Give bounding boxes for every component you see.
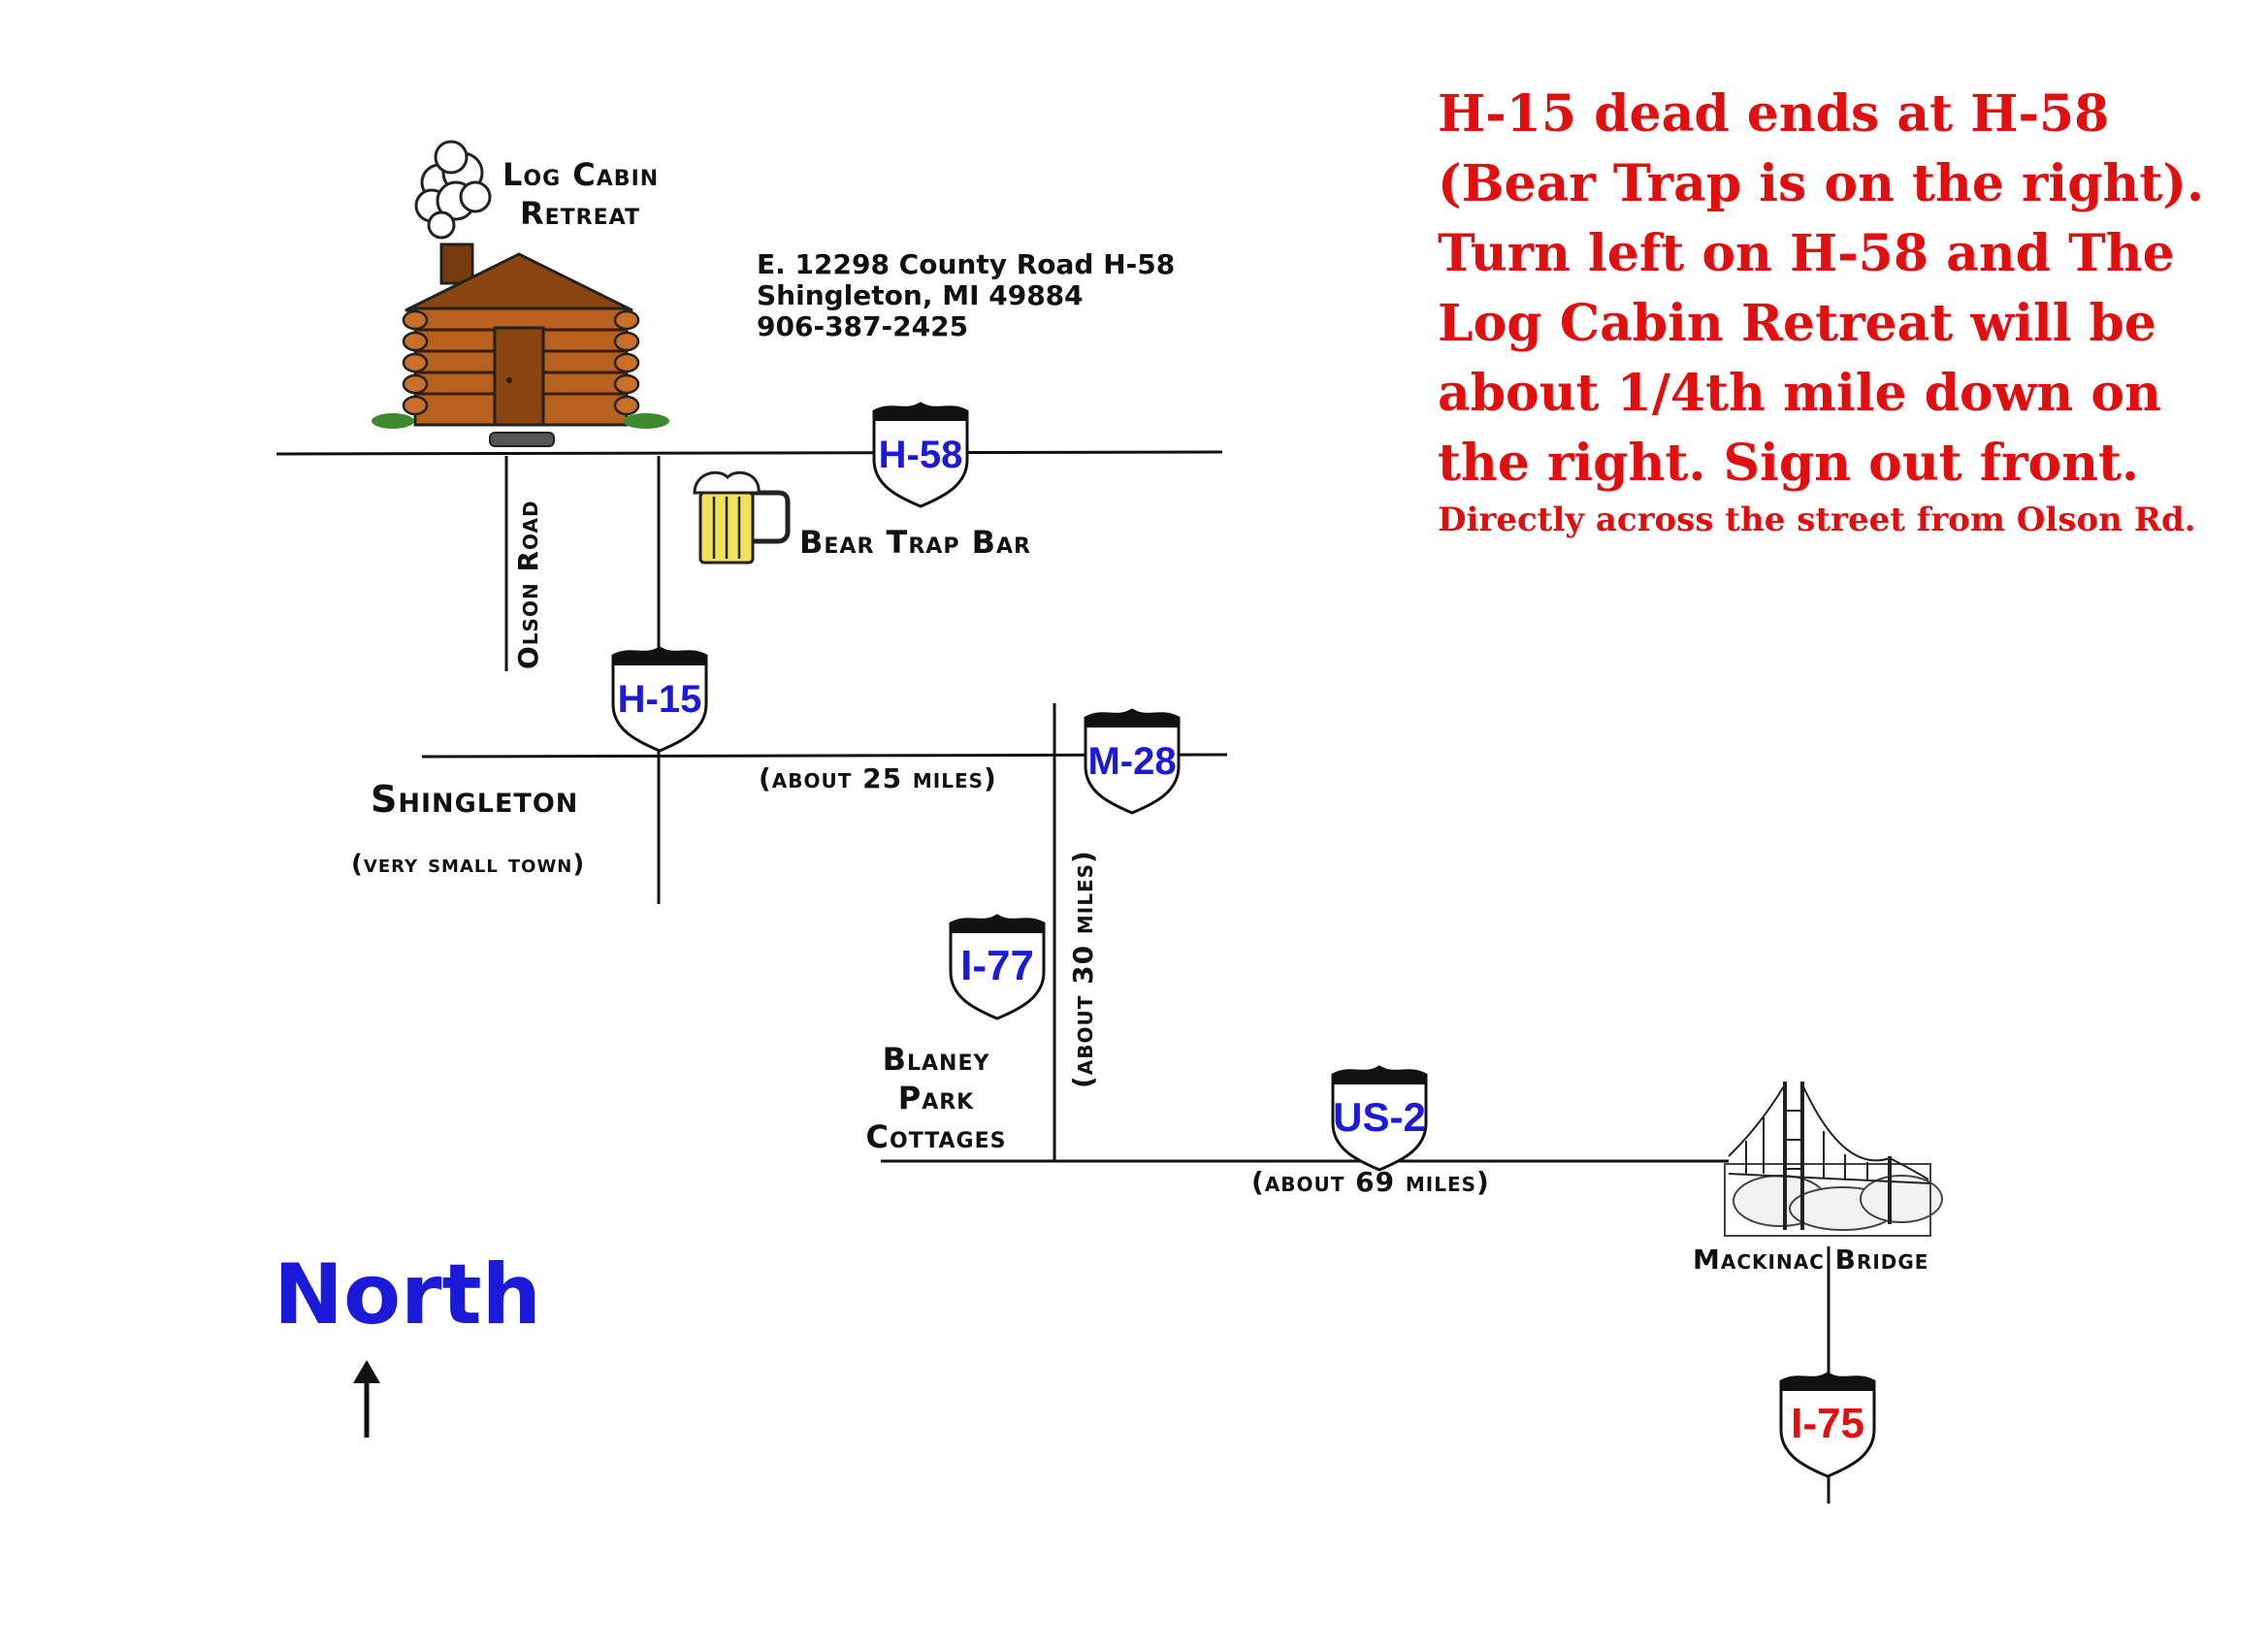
shield-m28: M-28	[1084, 708, 1181, 815]
blaney-line1: Blaney	[882, 1041, 990, 1078]
mackinac-label: Mackinac Bridge	[1693, 1244, 1929, 1276]
shield-i77-label: I-77	[960, 942, 1034, 989]
distance-us2-leg: (about 69 miles)	[1251, 1166, 1490, 1198]
address-line3: 906-387-2425	[757, 310, 969, 342]
directions-line3: Turn left on H-58 and The	[1438, 224, 2175, 283]
address-line2: Shingleton, MI 49884	[757, 279, 1084, 311]
shield-m28-label: M-28	[1087, 740, 1176, 783]
log-cabin-icon	[372, 140, 669, 447]
olson-road-label: Olson Road	[512, 500, 544, 669]
directions-footnote: Directly across the street from Olson Rd…	[1438, 501, 2196, 539]
north-arrow-icon	[353, 1360, 380, 1438]
bear-trap-label: Bear Trap Bar	[799, 524, 1031, 561]
place-name-line2: Retreat	[520, 195, 640, 232]
shield-us2: US-2	[1331, 1065, 1428, 1172]
shingleton-note: (very small town)	[351, 850, 586, 879]
beer-mug-icon	[693, 470, 791, 565]
blaney-label: Blaney Park Cottages	[854, 1040, 1019, 1156]
distance-m28-leg: (about 25 miles)	[759, 762, 997, 794]
directions-line5: about 1/4th mile down on	[1438, 364, 2161, 423]
place-name: Log Cabin Retreat	[502, 155, 659, 233]
address-line1: E. 12298 County Road H-58	[757, 248, 1176, 280]
shield-us2-label: US-2	[1333, 1094, 1426, 1140]
place-name-line1: Log Cabin	[502, 156, 660, 193]
distance-i77-leg: (about 30 miles)	[1067, 850, 1099, 1088]
shield-h58-label: H-58	[879, 434, 963, 476]
address-block: E. 12298 County Road H-58 Shingleton, MI…	[757, 249, 1175, 342]
shingleton-label: Shingleton	[371, 778, 579, 821]
blaney-line3: Cottages	[865, 1118, 1007, 1155]
directions-line6: the right. Sign out front.	[1438, 434, 2140, 493]
shield-h58: H-58	[872, 402, 969, 508]
directions-line4: Log Cabin Retreat will be	[1438, 294, 2156, 353]
shield-h15-label: H-15	[618, 678, 702, 721]
roads	[275, 450, 1831, 1504]
shield-i77: I-77	[949, 914, 1046, 1020]
shield-i75: I-75	[1779, 1372, 1876, 1478]
bridge-icon	[1724, 1082, 1943, 1237]
road-h58	[275, 450, 1223, 456]
blaney-line2: Park	[897, 1080, 975, 1116]
directions-note: H-15 dead ends at H-58 (Bear Trap is on …	[1438, 80, 2233, 541]
shield-h15: H-15	[611, 646, 708, 753]
directions-line1: H-15 dead ends at H-58	[1438, 84, 2110, 144]
directions-line2: (Bear Trap is on the right).	[1438, 154, 2205, 213]
shield-i75-label: I-75	[1791, 1400, 1864, 1447]
north-label: North	[274, 1246, 541, 1343]
